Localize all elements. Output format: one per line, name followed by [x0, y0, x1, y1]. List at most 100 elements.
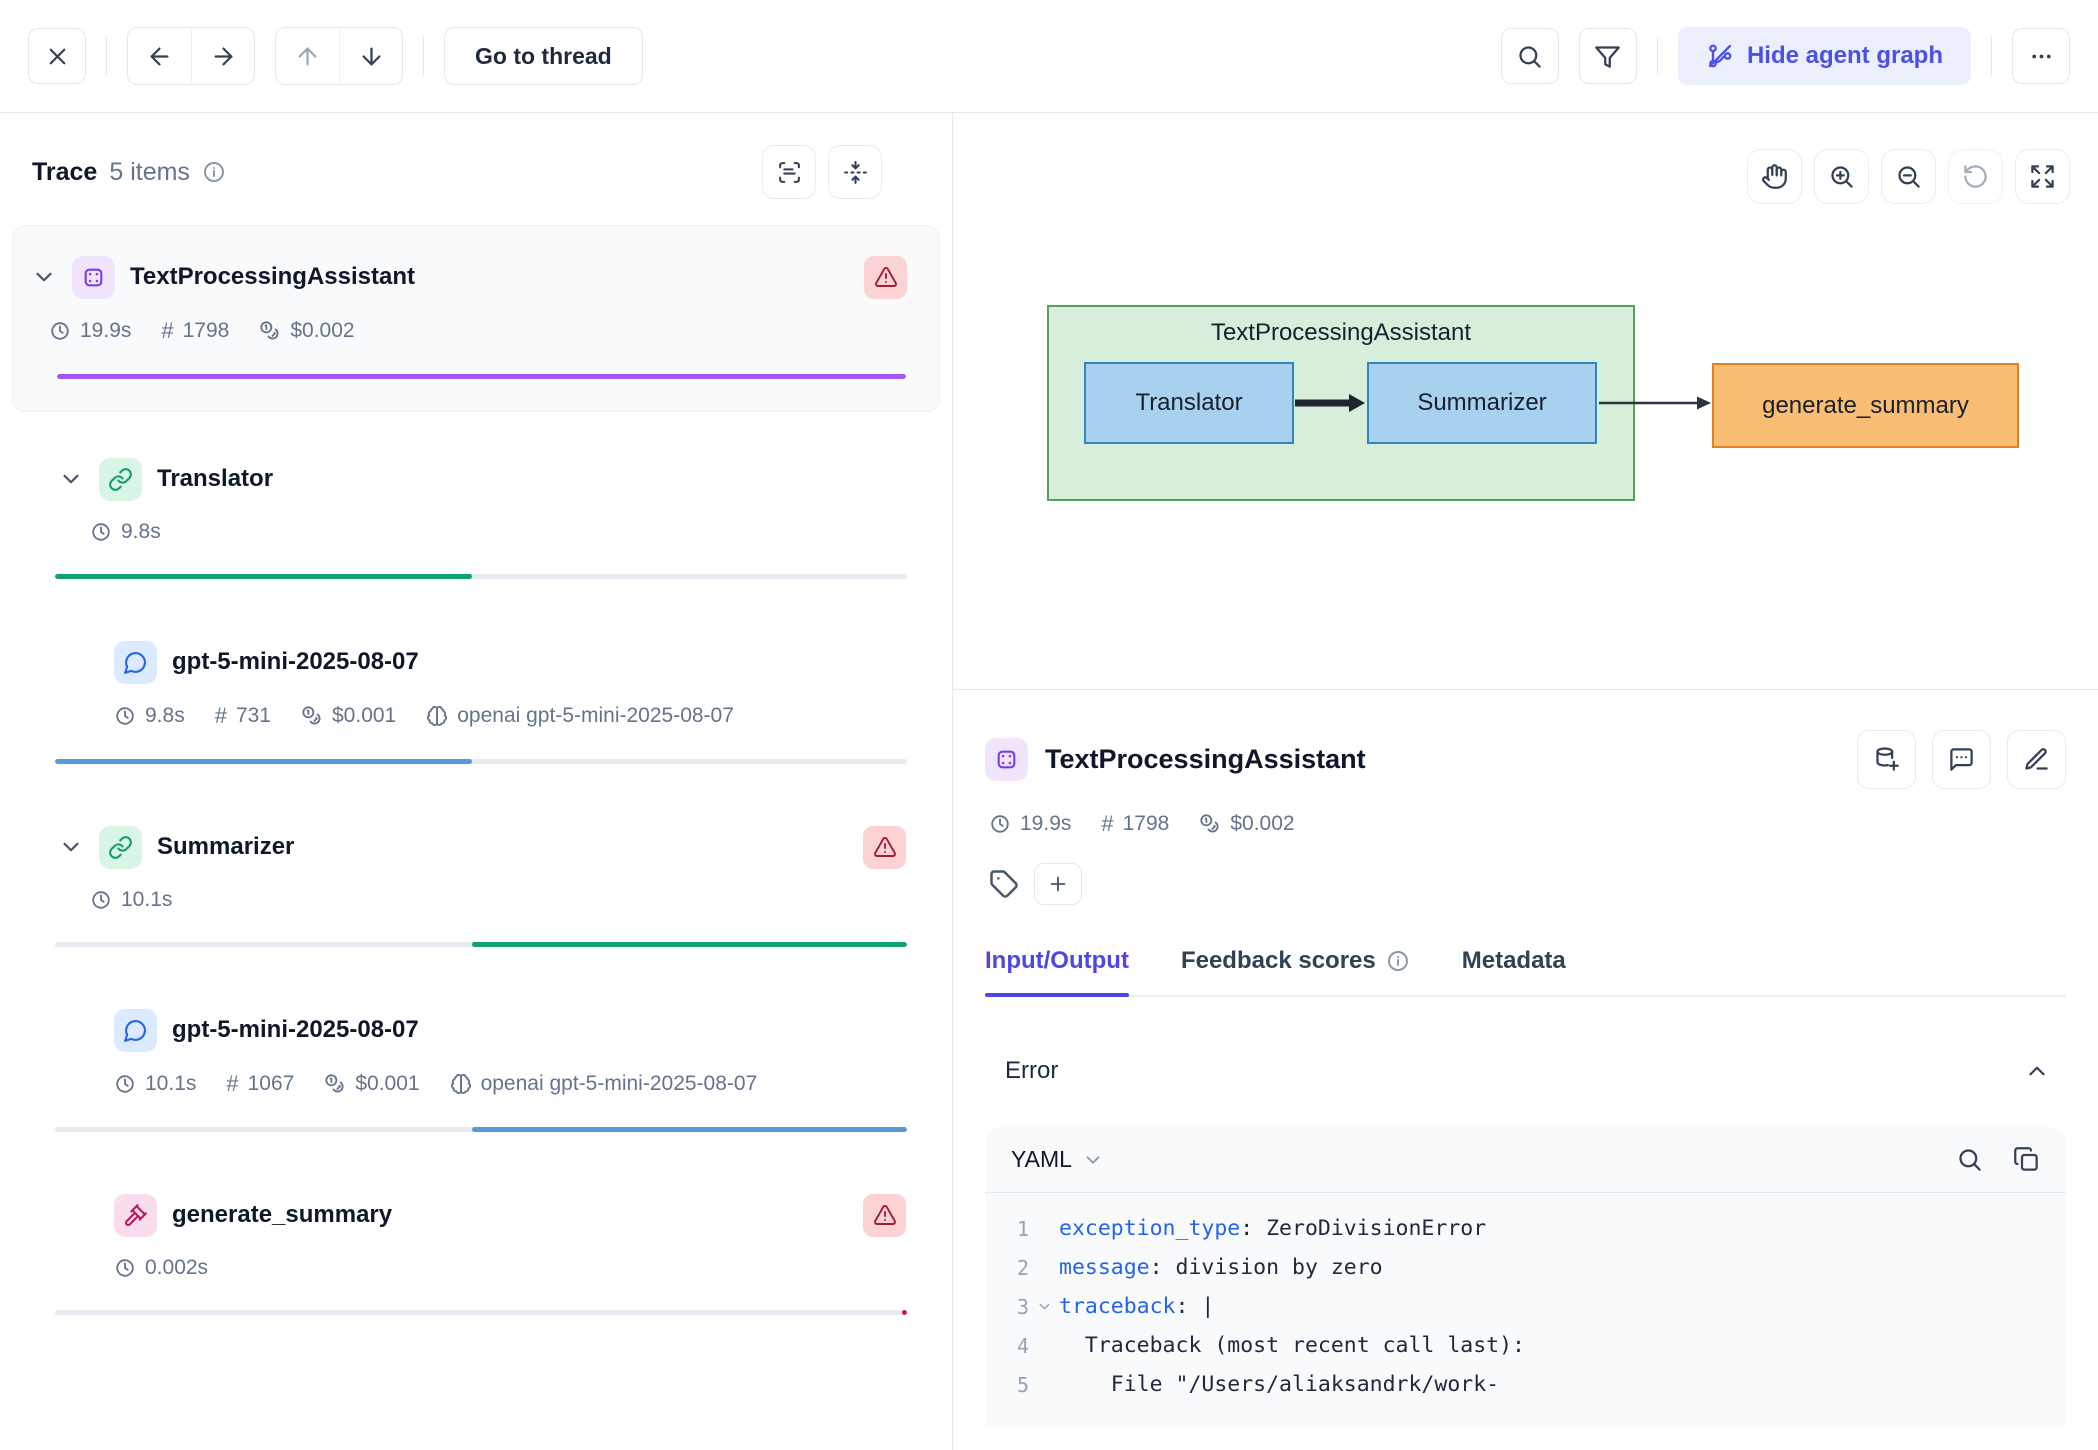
divider [423, 37, 424, 75]
trace-info-icon[interactable] [202, 160, 226, 184]
expand-rows-button[interactable] [762, 145, 816, 199]
hide-agent-graph-label: Hide agent graph [1746, 42, 1943, 69]
arrow-down-icon [362, 47, 380, 65]
trace-row-llm[interactable]: gpt-5-mini-2025-08-07 9.8s #731 $0.001 o… [0, 611, 952, 796]
move-up-button[interactable] [276, 28, 339, 84]
zoom-in-button[interactable] [1814, 149, 1869, 204]
add-tag-button[interactable] [1034, 863, 1082, 905]
chevron-down-icon[interactable] [58, 466, 84, 492]
coins-icon [325, 1074, 344, 1093]
trace-row-agent[interactable]: TextProcessingAssistant 19.9s #1798 $0.0… [12, 225, 940, 412]
duration-bar [55, 574, 907, 579]
clock-icon [991, 815, 1009, 833]
chevron-up-icon[interactable] [2024, 1058, 2050, 1084]
code-language-select[interactable]: YAML [1011, 1146, 1104, 1173]
zoom-out-button[interactable] [1881, 149, 1936, 204]
duration-bar [57, 374, 906, 379]
code-line: 3 traceback: | [1016, 1294, 1215, 1319]
hand-icon [1762, 164, 1787, 189]
fullscreen-button[interactable] [2015, 149, 2070, 204]
brain-icon [427, 705, 448, 727]
chevron-down-icon[interactable] [31, 264, 57, 290]
next-item-button[interactable] [191, 28, 254, 84]
collapse-all-button[interactable] [828, 145, 882, 199]
detail-header: TextProcessingAssistant [985, 730, 2066, 789]
code-header: YAML [985, 1127, 2066, 1193]
divider [1656, 37, 1658, 75]
agent-icon [72, 255, 115, 299]
hide-agent-graph-button[interactable]: Hide agent graph [1677, 27, 1971, 85]
clock-icon [116, 707, 134, 725]
filter-button[interactable] [1578, 28, 1637, 84]
close-button[interactable] [28, 28, 86, 84]
graph-node-translator[interactable]: Translator [1084, 362, 1294, 444]
zoom-in-icon [1831, 166, 1853, 188]
go-to-thread-button[interactable]: Go to thread [444, 27, 643, 85]
graph-node-summarizer[interactable]: Summarizer [1367, 362, 1597, 444]
pan-button[interactable] [1747, 149, 1802, 204]
code-line: 5 File "/Users/aliaksandrk/work- [1016, 1372, 1500, 1397]
search-icon[interactable] [1956, 1146, 1983, 1173]
reset-view-button[interactable] [1948, 149, 2003, 204]
copy-icon[interactable] [2013, 1146, 2040, 1173]
agent-graph-canvas[interactable]: TextProcessingAssistant Translator Summa… [953, 113, 2098, 689]
clock-icon [92, 891, 110, 909]
code-line: 1 exception_type: ZeroDivisionError [1016, 1216, 1487, 1241]
trace-title: Trace [32, 157, 98, 186]
chain-icon [99, 457, 142, 501]
agent-icon [985, 738, 1028, 781]
trace-panel-header: Trace 5 items [0, 145, 952, 199]
graph-container-label: TextProcessingAssistant [1210, 319, 1472, 346]
ellipsis-icon [2031, 54, 2051, 58]
move-down-button[interactable] [339, 28, 402, 84]
trace-row-chain[interactable]: Translator 9.8s [0, 428, 952, 611]
arrow-left-icon [150, 47, 169, 65]
tab-feedback-scores[interactable]: Feedback scores [1181, 947, 1410, 995]
model-stat: openai gpt-5-mini-2025-08-07 [450, 1072, 757, 1096]
tokens-stat: #1798 [1101, 811, 1170, 836]
more-options-button[interactable] [2012, 28, 2070, 84]
search-button[interactable] [1500, 28, 1559, 84]
span-title: TextProcessingAssistant [130, 263, 415, 290]
tab-metadata[interactable]: Metadata [1461, 947, 1566, 974]
database-plus-icon [1876, 747, 1899, 771]
tag-icon [990, 870, 1018, 898]
tags-row [985, 863, 2066, 905]
chevron-down-icon[interactable] [58, 834, 84, 860]
chain-icon [99, 825, 142, 869]
tokens-stat: #1067 [226, 1071, 295, 1096]
hash-icon: # [214, 703, 227, 728]
chevron-down-icon [1039, 1303, 1049, 1310]
tokens-stat: #731 [214, 703, 271, 728]
duration-bar [55, 759, 907, 764]
span-title: Translator [157, 465, 274, 492]
edit-button[interactable] [2007, 730, 2066, 789]
duration-stat: 9.8s [114, 704, 185, 728]
close-icon [49, 48, 65, 64]
edge-translator-summarizer [1295, 394, 1365, 412]
tab-input-output[interactable]: Input/Output [985, 947, 1129, 997]
cost-stat: $0.001 [301, 704, 396, 728]
error-section-header[interactable]: Error [985, 1057, 2066, 1085]
clock-icon [116, 1075, 134, 1093]
duration-stat: 9.8s [90, 520, 161, 544]
fold-vertical-icon [843, 160, 867, 184]
trace-row-tool[interactable]: generate_summary 0.002s [0, 1164, 952, 1347]
code-line: 2 message: division by zero [1016, 1255, 1383, 1280]
duration-bar [55, 1127, 907, 1132]
code-tools [1956, 1146, 2040, 1173]
fold-traceback-toggle[interactable] [1029, 1298, 1059, 1315]
divider [106, 37, 107, 75]
trace-row-chain[interactable]: Summarizer 10.1s [0, 796, 952, 979]
graph-node-generate-summary[interactable]: generate_summary [1712, 363, 2019, 448]
arrow-up-icon [298, 47, 317, 65]
agent-graph-panel[interactable]: TextProcessingAssistant Translator Summa… [953, 113, 2098, 690]
plus-icon [1050, 876, 1066, 892]
prev-item-button[interactable] [128, 28, 191, 84]
comment-button[interactable] [1932, 730, 1991, 789]
clock-icon [92, 523, 110, 541]
trace-row-llm[interactable]: gpt-5-mini-2025-08-07 10.1s #1067 $0.001… [0, 979, 952, 1164]
topbar: Go to thread Hide agent graph [0, 0, 2098, 113]
add-to-dataset-button[interactable] [1857, 730, 1916, 789]
clock-icon [116, 1259, 134, 1277]
